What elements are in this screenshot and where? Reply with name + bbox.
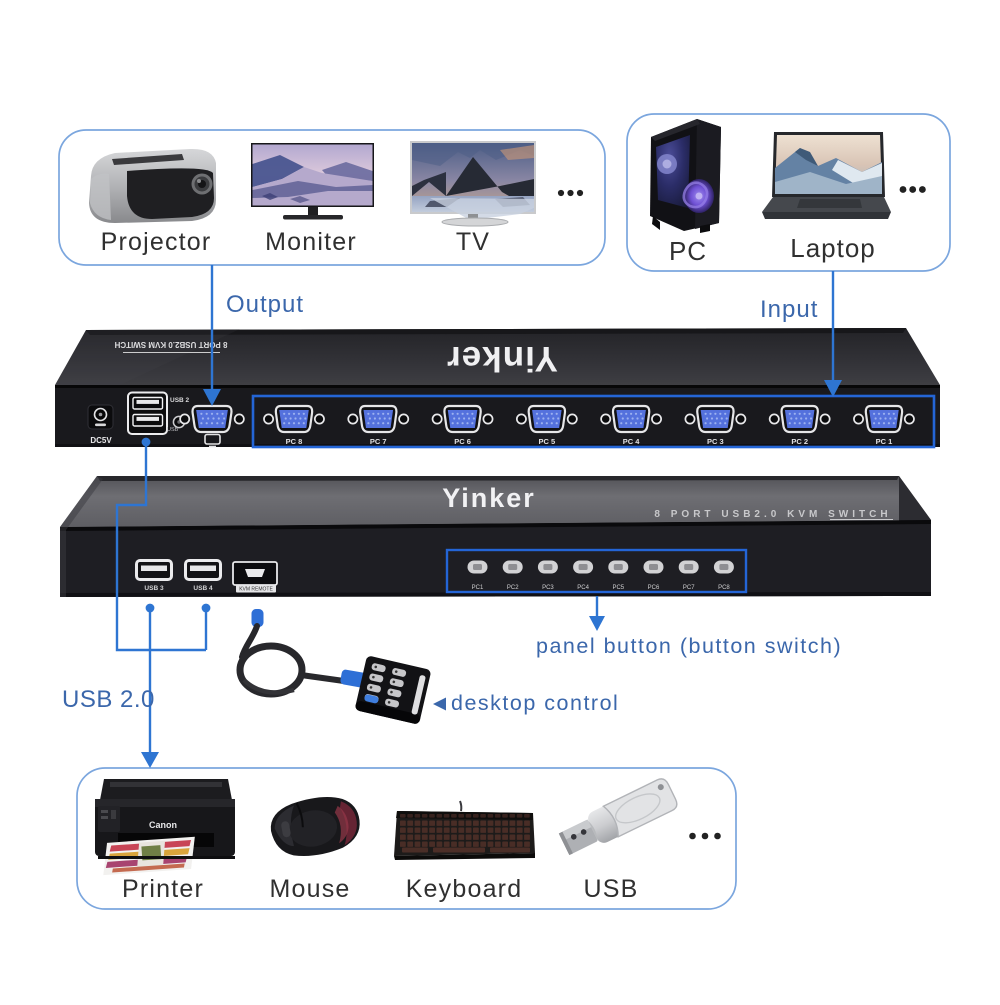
svg-text:Mouse: Mouse [269,875,350,903]
svg-text:USB: USB [167,427,179,433]
svg-text:PC 8: PC 8 [286,437,303,446]
svg-text:PC 2: PC 2 [791,437,808,446]
svg-text:USB 4: USB 4 [193,585,213,592]
svg-text:Laptop: Laptop [790,233,876,263]
svg-text:Canon: Canon [149,820,177,830]
svg-text:Printer: Printer [122,875,204,903]
svg-text:USB 2: USB 2 [170,397,190,404]
svg-text:PC 4: PC 4 [623,437,641,446]
svg-text:Output: Output [226,291,304,318]
svg-text:Moniter: Moniter [265,228,357,256]
svg-text:PC 1: PC 1 [876,437,893,446]
svg-text:PC7: PC7 [683,585,695,591]
svg-text:KVM REMOTE: KVM REMOTE [239,587,273,593]
svg-text:panel button (button switch): panel button (button switch) [536,634,842,658]
svg-text:PC8: PC8 [718,585,730,591]
svg-text:8 PORT USB2.0 KVM SWITCH: 8 PORT USB2.0 KVM SWITCH [654,509,891,520]
svg-text:DC5V: DC5V [90,436,112,445]
svg-text:Input: Input [760,296,818,323]
svg-text:TV: TV [456,228,490,256]
svg-text:USB 2.0: USB 2.0 [62,686,155,713]
svg-text:PC5: PC5 [612,585,624,591]
svg-text:PC 6: PC 6 [454,437,471,446]
svg-text:Keyboard: Keyboard [406,875,523,903]
svg-text:Yinker: Yinker [446,339,558,378]
svg-text:USB: USB [583,875,638,903]
svg-text:Projector: Projector [101,228,212,256]
svg-text:PC: PC [669,236,707,266]
svg-text:PC1: PC1 [472,585,484,591]
svg-text:PC6: PC6 [648,585,660,591]
svg-text:PC 5: PC 5 [538,437,555,446]
svg-text:USB 3: USB 3 [144,585,164,592]
svg-text:desktop control: desktop control [451,691,619,715]
svg-text:Yinker: Yinker [442,483,536,513]
svg-text:PC4: PC4 [577,585,589,591]
svg-text:8 PORT USB2.0 KVM SWITCH: 8 PORT USB2.0 KVM SWITCH [114,340,227,349]
svg-text:PC 3: PC 3 [707,437,724,446]
svg-text:PC 7: PC 7 [370,437,387,446]
svg-text:PC2: PC2 [507,585,519,591]
svg-text:PC3: PC3 [542,585,554,591]
